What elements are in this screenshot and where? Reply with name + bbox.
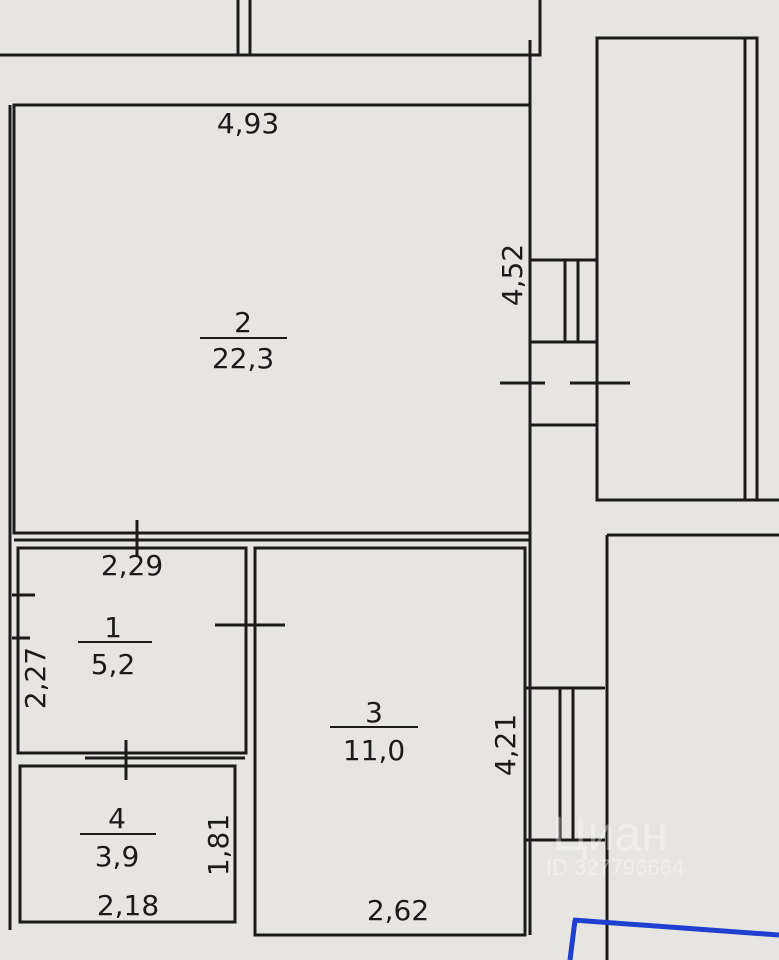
dim-room2-width: 4,93 (217, 107, 279, 140)
room-number: 2 (234, 306, 252, 339)
dim-room1-length: 2,27 (19, 647, 52, 709)
room-area: 11,0 (343, 734, 405, 767)
highlight-outline (567, 917, 779, 960)
dim-room3-width: 2,62 (367, 894, 429, 927)
room-3-label: 3 11,0 (330, 696, 418, 767)
watermark: Циан ID 327796664 (546, 808, 684, 880)
watermark-id: ID 327796664 (546, 855, 684, 880)
dim-room4-width: 2,18 (97, 889, 159, 922)
room-number: 4 (108, 802, 126, 835)
room-2-label: 2 22,3 (200, 306, 287, 375)
dim-room4-length: 1,81 (202, 814, 235, 876)
room-area: 5,2 (91, 648, 136, 681)
room-4-label: 4 3,9 (80, 802, 156, 873)
room-number: 1 (104, 611, 122, 644)
room-area: 3,9 (95, 840, 140, 873)
room-1-label: 1 5,2 (78, 611, 152, 681)
dim-room1-width: 2,29 (101, 549, 163, 582)
dim-room2-length: 4,52 (496, 244, 529, 306)
watermark-brand: Циан (552, 808, 668, 861)
dim-room3-length: 4,21 (489, 714, 522, 776)
room-area: 22,3 (212, 342, 274, 375)
room-number: 3 (365, 696, 383, 729)
